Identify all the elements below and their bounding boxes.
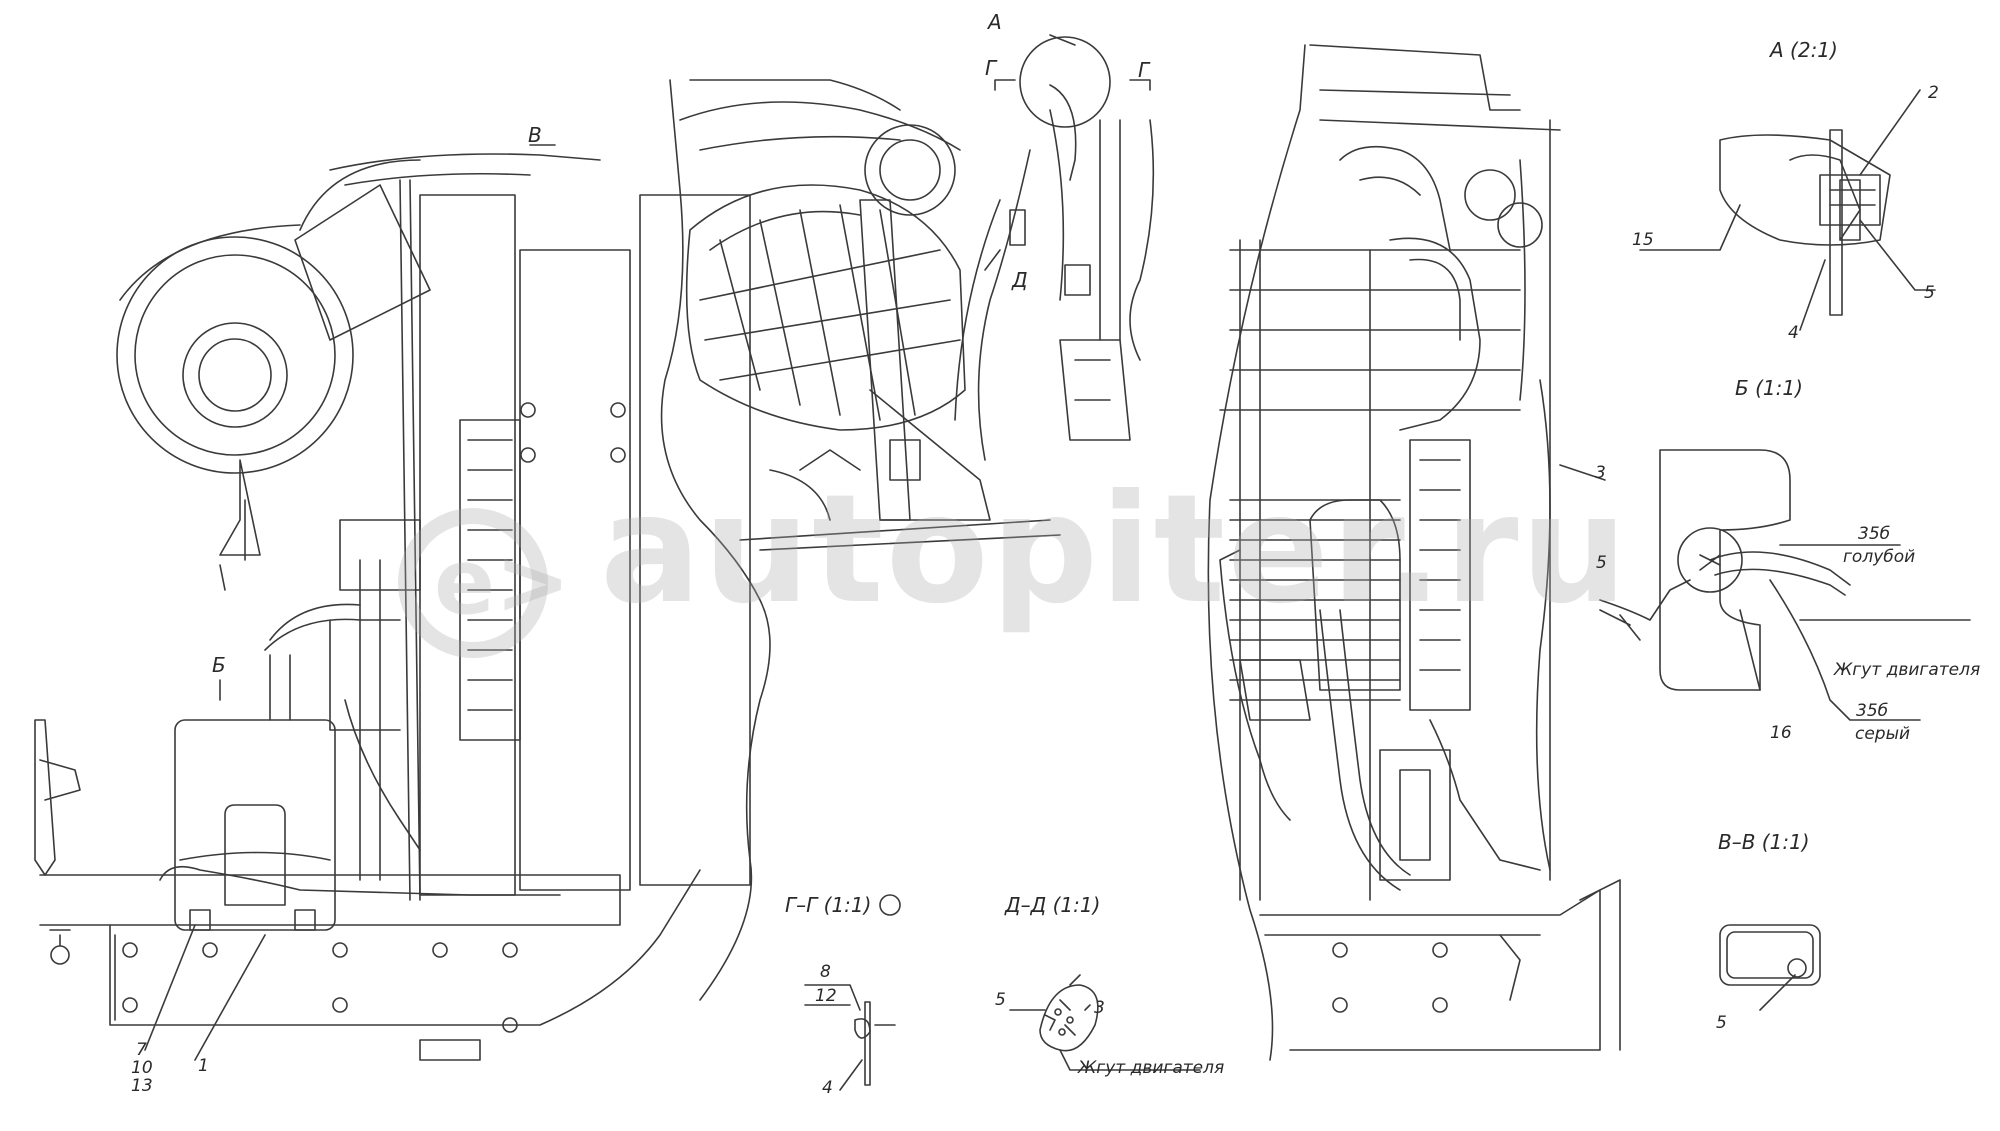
callout-12: 12 [815,986,837,1006]
harness-label-b: Жгут двигателя [1834,660,1981,680]
callout-5b: 5 [995,990,1006,1010]
detail-A-title: А (2:1) [1770,38,1838,62]
section-G-title: Г–Г (1:1) [785,893,872,917]
marker-Bmark: Б [212,653,226,677]
marker-B: В [528,123,542,147]
wire1-color: голубой [1843,547,1916,567]
callout-4: 4 [1788,323,1799,343]
section-D-title: Д–Д (1:1) [1005,893,1101,917]
marker-A: А [988,10,1002,34]
callout-4b: 4 [822,1078,833,1098]
right-engine-view [1207,44,1621,1061]
marker-G2: Г [1138,58,1150,82]
detail-B-drawing [1599,449,1971,721]
harness-label-d: Жгут двигателя [1078,1058,1225,1078]
callout-5a: 5 [1924,283,1935,303]
watermark-text: autopiter.ru [600,463,1630,637]
callout-5c: 5 [1596,553,1607,573]
wire1-number: 35б [1858,524,1891,544]
callout-2: 2 [1928,83,1939,103]
callout-13: 13 [131,1076,153,1096]
callout-10: 10 [131,1058,153,1078]
section-D-drawing [1009,974,1201,1071]
middle-engine-view [219,34,1155,1001]
callout-7: 7 [136,1040,147,1060]
callout-1: 1 [198,1056,209,1076]
wire2-number: 35б [1856,701,1889,721]
callout-3b: 3 [1094,998,1105,1018]
callout-16: 16 [1770,723,1792,743]
section-G-drawing [804,894,901,1091]
section-V-drawing [1719,924,1821,1011]
section-V-title: В–В (1:1) [1718,830,1810,854]
marker-G1: Г [985,56,997,80]
detail-B-title: Б (1:1) [1735,376,1803,400]
callout-3: 3 [1595,463,1606,483]
callout-5d: 5 [1716,1013,1727,1033]
callout-8: 8 [820,962,831,982]
wire2-color: серый [1855,724,1911,744]
autopiter-logo: e> [398,508,570,658]
marker-D: Д [1012,268,1028,292]
detail-A-drawing [1639,89,1936,331]
callout-15: 15 [1632,230,1654,250]
